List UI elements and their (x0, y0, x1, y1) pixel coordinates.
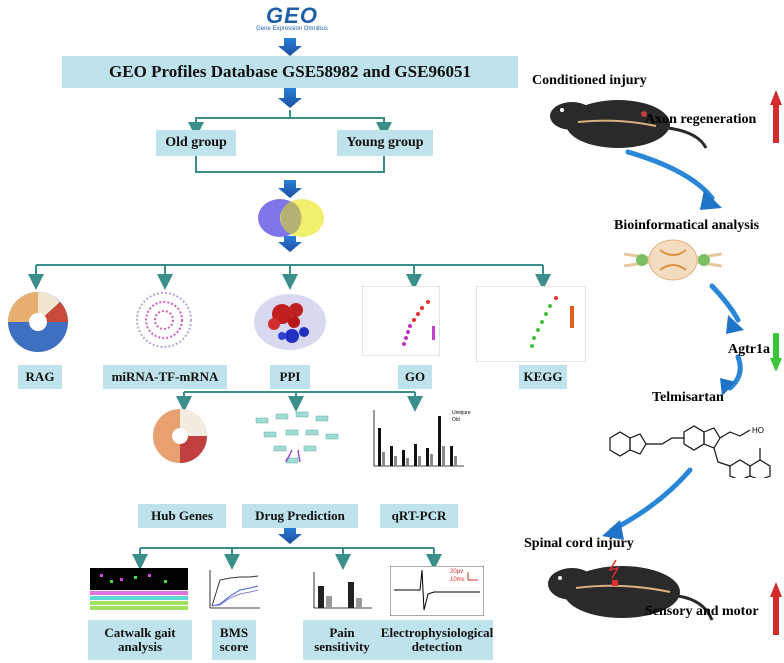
venn-diagram (258, 199, 324, 237)
bms-chart-thumb (209, 570, 260, 609)
qpcr-legend-old: Old (452, 417, 460, 423)
geo-logo-subtitle: Gene Expression Omnibus (256, 26, 328, 32)
mirna-network-thumb (136, 292, 192, 348)
telmisartan-structure (609, 425, 771, 478)
axon-up-arrow (770, 90, 782, 143)
agtr1a-down-arrow (770, 333, 782, 372)
electrophysiological-box: Electrophysiological detection (381, 620, 493, 660)
qrt-pcr-chart-thumb (373, 410, 464, 467)
qpcr-legend-uninjure: Uninjure (452, 410, 471, 416)
catwalk-thumb (90, 568, 188, 610)
rag-box: RAG (18, 365, 62, 389)
qrt-pcr-box: qRT-PCR (380, 504, 458, 528)
rat-spinal-cord-injury-image (548, 559, 714, 621)
pain-chart-thumb (313, 572, 372, 609)
hub-genes-box: Hub Genes (138, 504, 226, 528)
go-dotplot-thumb (362, 286, 440, 356)
chem-ho-label: HO (752, 426, 764, 435)
catwalk-box: Catwalk gait analysis (88, 620, 192, 660)
young-group-box: Young group (337, 130, 433, 156)
rag-heatmap-thumb (8, 292, 68, 352)
agtr1a-label: Agtr1a (728, 342, 770, 357)
ephys-scale-voltage: 20μv (450, 569, 464, 575)
sensory-up-arrow (770, 582, 782, 635)
axon-regeneration-label: Axon regeneration (645, 112, 757, 127)
telmisartan-label: Telmisartan (652, 390, 724, 405)
mirna-tf-mrna-box: miRNA-TF-mRNA (103, 365, 227, 389)
qpcr-legend: Uninjure Old (452, 410, 471, 424)
drug-network-thumb (255, 411, 339, 464)
spinal-cord-section-image (623, 239, 723, 281)
old-group-box: Old group (156, 130, 236, 156)
kegg-dotplot-thumb (476, 286, 586, 362)
kegg-box: KEGG (519, 365, 567, 389)
ephys-scale-time: 10ms (450, 577, 465, 583)
database-box: GEO Profiles Database GSE58982 and GSE96… (62, 56, 518, 88)
ephys-scale: 20μv 10ms (450, 568, 465, 584)
ppi-network-thumb (254, 294, 326, 350)
bms-score-box: BMS score (212, 620, 256, 660)
pain-sensitivity-box: Pain sensitivity (303, 620, 381, 660)
go-box: GO (398, 365, 432, 389)
ppi-box: PPI (270, 365, 310, 389)
rat-conditioned-injury-image (550, 100, 708, 149)
bioinformatical-analysis-label: Bioinformatical analysis (614, 218, 760, 233)
ephys-trace-thumb (390, 566, 484, 616)
conditioned-injury-label: Conditioned injury (532, 73, 647, 88)
spinal-cord-injury-label: Spinal cord injury (524, 536, 634, 551)
drug-prediction-box: Drug Prediction (242, 504, 358, 528)
hub-genes-thumb (153, 409, 207, 463)
geo-logo: GEO (266, 3, 318, 28)
sensory-motor-label: Sensory and motor (645, 604, 759, 619)
